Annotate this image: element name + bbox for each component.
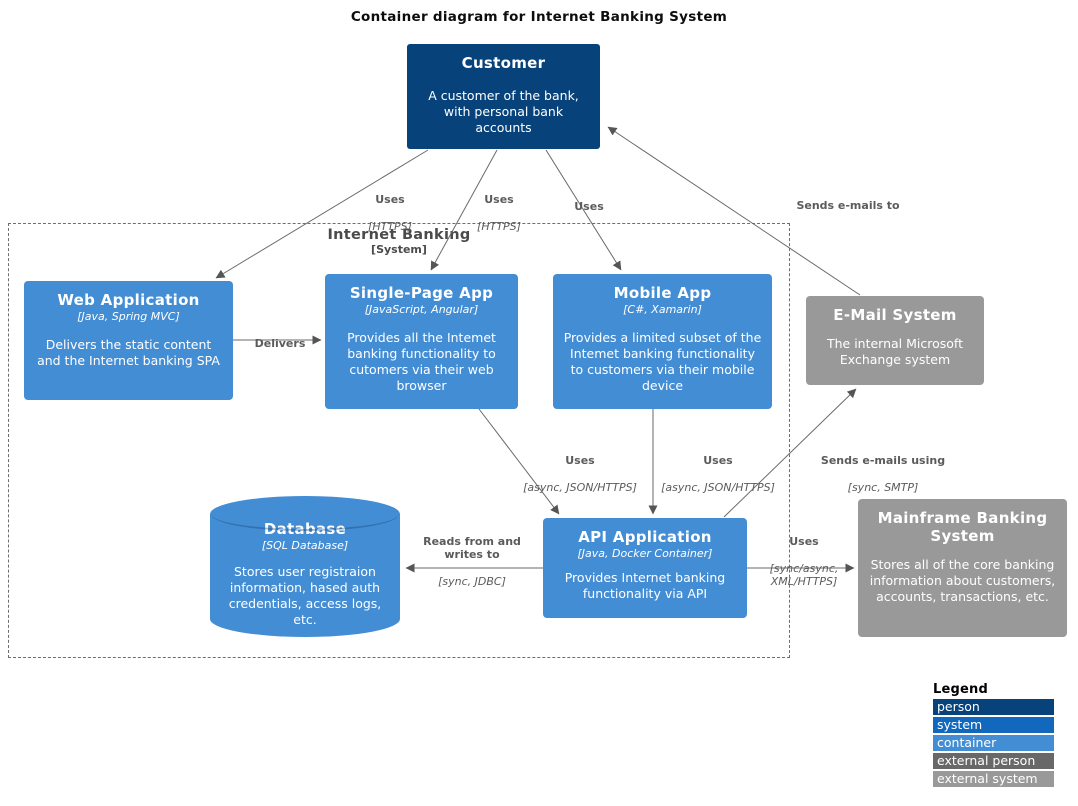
database-description: Stores user registraion information, has…	[228, 564, 382, 627]
edge-spa-api	[478, 408, 560, 515]
legend-item-external-system: external system	[933, 771, 1054, 787]
boundary-type: [System]	[371, 243, 427, 256]
mobile-app-description: Provides a limited subset of the Intemet…	[563, 330, 762, 393]
internet-banking-boundary: Internet Banking [System]	[8, 223, 790, 658]
edge-label-text: Uses	[484, 192, 514, 206]
mobile-app-title: Mobile App	[613, 284, 712, 302]
legend-title: Legend	[933, 682, 988, 697]
diagram-title: Container diagram for Internet Banking S…	[350, 9, 728, 25]
edge-label-text: Uses	[375, 192, 405, 206]
api-application-node: API Application [Java, Docker Container]…	[543, 518, 747, 618]
edge-label-email-customer: Sends e-mails to	[796, 185, 899, 226]
customer-node: Customer A customer of the bank, with pe…	[407, 44, 600, 149]
edge-email-customer	[607, 126, 861, 296]
edge-label-text: Sends e-mails using	[820, 453, 946, 467]
single-page-app-title: Single-Page App	[349, 284, 494, 302]
web-application-tech: [Java, Spring MVC]	[77, 310, 180, 323]
edge-tech-text: [sync, JDBC]	[438, 575, 506, 588]
edge-api-email	[723, 388, 857, 518]
legend-item-system: system	[933, 717, 1054, 733]
api-application-tech: [Java, Docker Container]	[577, 547, 713, 560]
mobile-app-node: Mobile App [C#, Xamarin] Provides a limi…	[553, 274, 772, 409]
edge-customer-webapp	[215, 149, 429, 279]
edge-label-text: Uses	[565, 453, 595, 467]
single-page-app-description: Provides all the Intemet banking functio…	[347, 330, 496, 393]
edge-tech-text: [async, JSON/HTTPS]	[523, 480, 637, 494]
boundary-name: Internet Banking	[327, 227, 471, 243]
database-tech: [SQL Database]	[261, 539, 349, 552]
api-application-description: Provides Internet banking functionality …	[564, 570, 726, 601]
api-application-title: API Application	[578, 528, 712, 546]
mainframe-banking-system-node: Mainframe Banking System Stores all of t…	[858, 499, 1067, 637]
legend: Legend person system container external …	[933, 682, 1054, 789]
email-system-description: The internal Microsoft Exchange system	[826, 336, 964, 367]
mainframe-banking-system-description: Stores all of the core banking informati…	[869, 557, 1056, 604]
email-system-title: E-Mail System	[833, 306, 957, 324]
legend-item-container: container	[933, 735, 1054, 751]
database-node: Database [SQL Database] Stores user regi…	[210, 496, 400, 637]
web-application-node: Web Application [Java, Spring MVC] Deliv…	[24, 281, 233, 400]
legend-item-person: person	[933, 699, 1054, 715]
edge-customer-spa	[430, 149, 498, 271]
edge-label-mobile-api: Uses [async, JSON/HTTPS]	[661, 440, 775, 508]
legend-item-external-person: external person	[933, 753, 1054, 769]
edge-label-text: Uses	[703, 453, 733, 467]
edge-tech-text: [async, JSON/HTTPS]	[661, 480, 775, 494]
edge-tech-text: [sync/async, XML/HTTPS]	[769, 561, 839, 589]
boundary-label: Internet Banking [System]	[9, 227, 789, 256]
edge-label-api-email: Sends e-mails using [sync, SMTP]	[821, 440, 945, 508]
edge-label-customer-spa: Uses [HTTPS]	[477, 179, 521, 247]
edge-tech-text: [HTTPS]	[368, 219, 412, 233]
edge-label-webapp-spa: Delivers	[255, 323, 306, 364]
edge-customer-mobile	[545, 149, 622, 271]
email-system-node: E-Mail System The internal Microsoft Exc…	[806, 296, 984, 385]
edge-label-text: Reads from and writes to	[423, 534, 521, 562]
mainframe-banking-system-title: Mainframe Banking System	[877, 509, 1048, 545]
customer-description: A customer of the bank, with personal ba…	[428, 88, 579, 135]
edge-tech-text: [sync, SMTP]	[847, 480, 919, 494]
edge-label-spa-api: Uses [async, JSON/HTTPS]	[523, 440, 637, 508]
web-application-description: Delivers the static content and the Inte…	[37, 337, 220, 368]
edge-label-text: Uses	[789, 534, 819, 548]
database-title: Database	[263, 520, 347, 538]
edge-tech-text: [HTTPS]	[477, 219, 521, 233]
edge-label-api-mainframe: Uses [sync/async, XML/HTTPS]	[770, 521, 839, 602]
mobile-app-tech: [C#, Xamarin]	[623, 303, 702, 316]
edge-label-customer-mobile: Uses	[574, 186, 604, 227]
customer-title: Customer	[461, 54, 546, 72]
edge-label-text: Delivers	[254, 336, 306, 350]
single-page-app-tech: [JavaScript, Angular]	[364, 303, 479, 316]
edge-label-text: Uses	[574, 199, 604, 213]
web-application-title: Web Application	[57, 291, 200, 309]
edge-label-customer-webapp: Uses [HTTPS]	[368, 179, 412, 247]
edge-label-text: Sends e-mails to	[796, 198, 900, 212]
single-page-app-node: Single-Page App [JavaScript, Angular] Pr…	[325, 274, 518, 409]
edge-label-api-database: Reads from and writes to [sync, JDBC]	[423, 521, 521, 602]
